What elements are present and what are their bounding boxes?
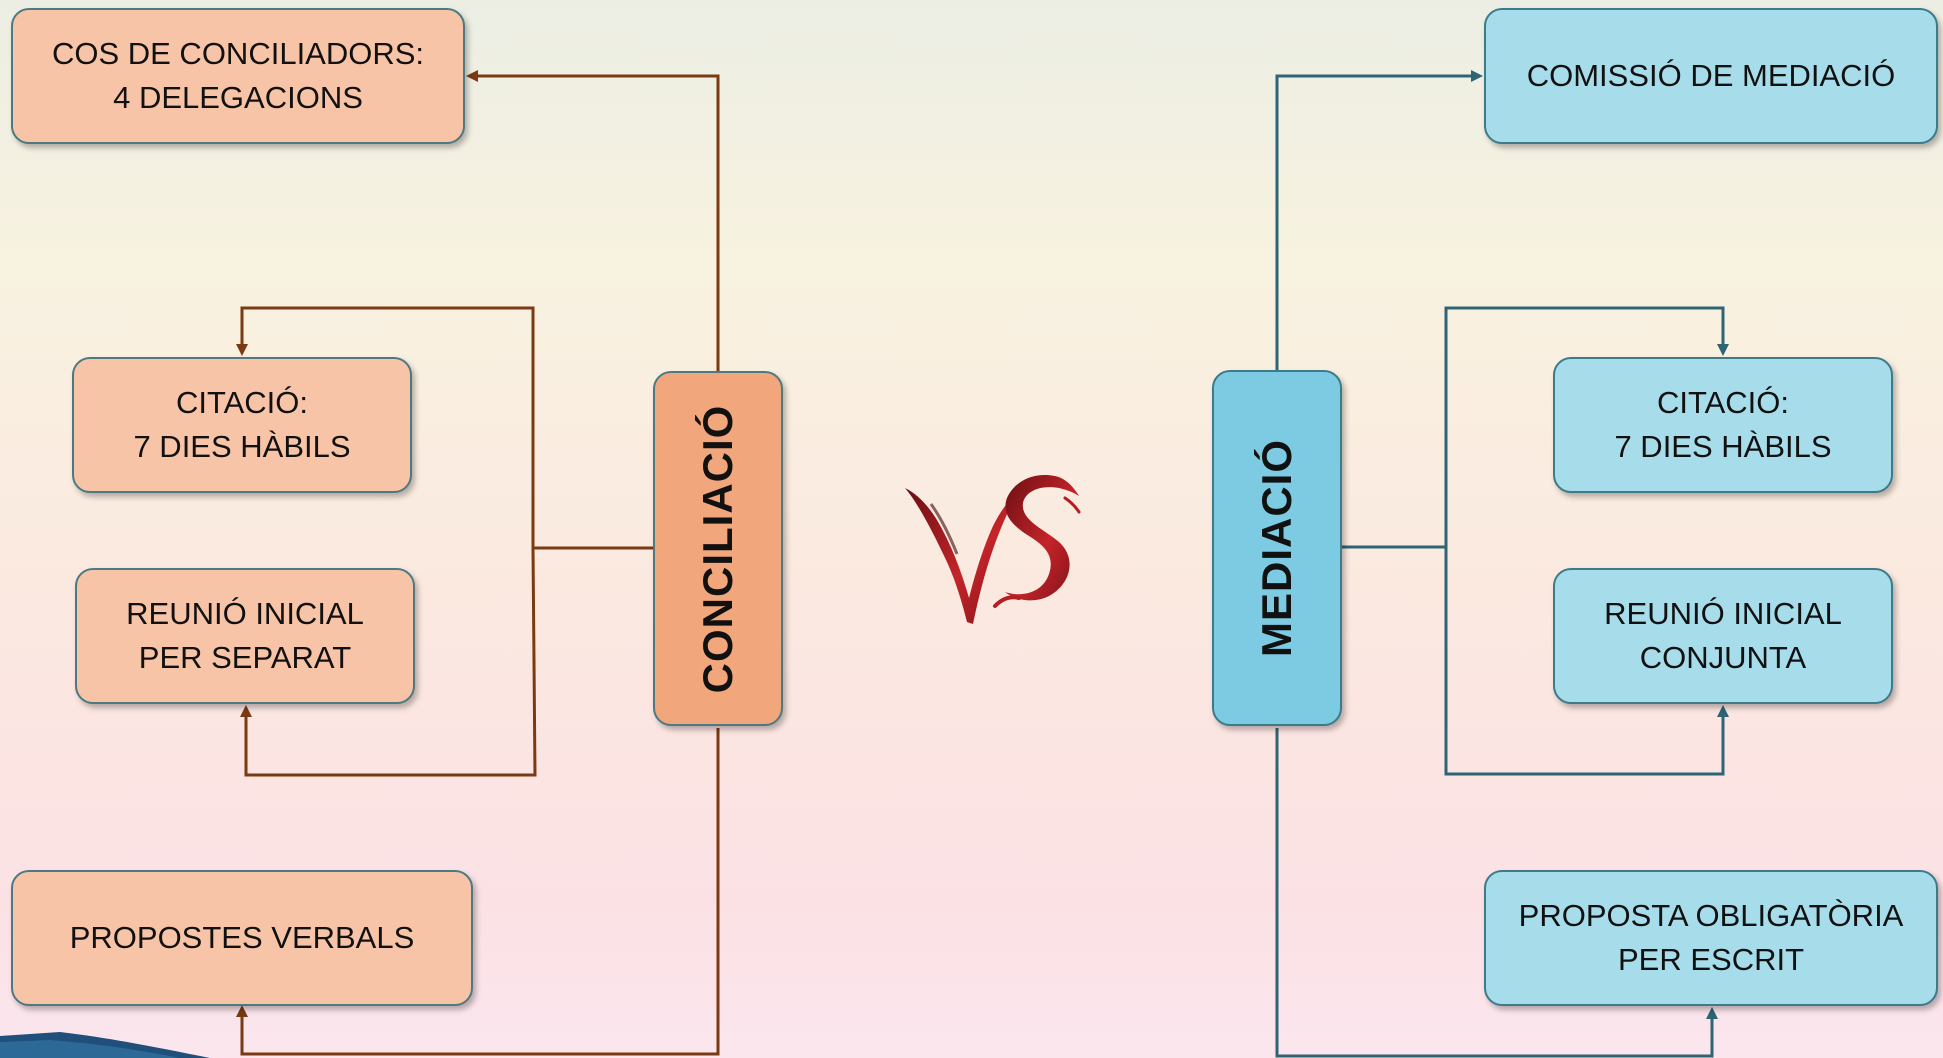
proposta-line-2: PER ESCRIT	[1617, 942, 1805, 977]
corner-decoration	[0, 1032, 210, 1058]
reunio-right-line-1: REUNIÓ INICIAL	[1604, 596, 1842, 631]
reunio-left-line-1: REUNIÓ INICIAL	[126, 596, 364, 631]
propostes-line-1: PROPOSTES VERBALS	[69, 920, 415, 955]
vs-icon	[905, 474, 1081, 624]
connector-branch-to-citacio	[236, 306, 535, 548]
connector-branch-to-reunio	[240, 547, 537, 777]
connector-mediacio-to-comissio	[1275, 70, 1483, 370]
citacio-box-right: CITACIÓ: 7 DIES HÀBILS	[1553, 357, 1893, 493]
citacio-left-line-2: 7 DIES HÀBILS	[133, 429, 351, 464]
reunio-right-line-2: CONJUNTA	[1639, 640, 1807, 675]
citacio-box-left: CITACIÓ: 7 DIES HÀBILS	[72, 357, 412, 493]
reunio-box-right: REUNIÓ INICIAL CONJUNTA	[1553, 568, 1893, 704]
conciliadors-box: COS DE CONCILIADORS: 4 DELEGACIONS	[11, 8, 465, 144]
citacio-right-line-1: CITACIÓ:	[1656, 385, 1790, 420]
citacio-right-line-2: 7 DIES HÀBILS	[1614, 429, 1832, 464]
propostes-box: PROPOSTES VERBALS	[11, 870, 473, 1006]
mediacio-center-box: MEDIACIÓ	[1212, 370, 1342, 726]
connector-branch-to-citacio-right	[1444, 306, 1729, 547]
conciliadors-line-1: COS DE CONCILIADORS:	[51, 36, 425, 71]
conciliadors-line-2: 4 DELEGACIONS	[113, 80, 363, 115]
connector-mediacio-to-proposta	[1275, 728, 1718, 1058]
proposta-line-1: PROPOSTA OBLIGATÒRIA	[1518, 898, 1904, 933]
reunio-left-line-2: PER SEPARAT	[138, 640, 352, 675]
reunio-box-left: REUNIÓ INICIAL PER SEPARAT	[75, 568, 415, 704]
mediacio-label: MEDIACIÓ	[1253, 439, 1300, 657]
conciliacio-label: CONCILIACIÓ	[694, 404, 741, 693]
conciliacio-center-box: CONCILIACIÓ	[653, 371, 783, 726]
connector-conciliacio-to-conciliadors	[466, 70, 720, 372]
connector-conciliacio-to-propostes	[236, 728, 720, 1056]
proposta-box: PROPOSTA OBLIGATÒRIA PER ESCRIT	[1484, 870, 1938, 1006]
comissio-line-1: COMISSIÓ DE MEDIACIÓ	[1526, 58, 1896, 93]
connector-branch-to-reunio-right	[1444, 547, 1729, 776]
citacio-left-line-1: CITACIÓ:	[175, 385, 309, 420]
comissio-box: COMISSIÓ DE MEDIACIÓ	[1484, 8, 1938, 144]
